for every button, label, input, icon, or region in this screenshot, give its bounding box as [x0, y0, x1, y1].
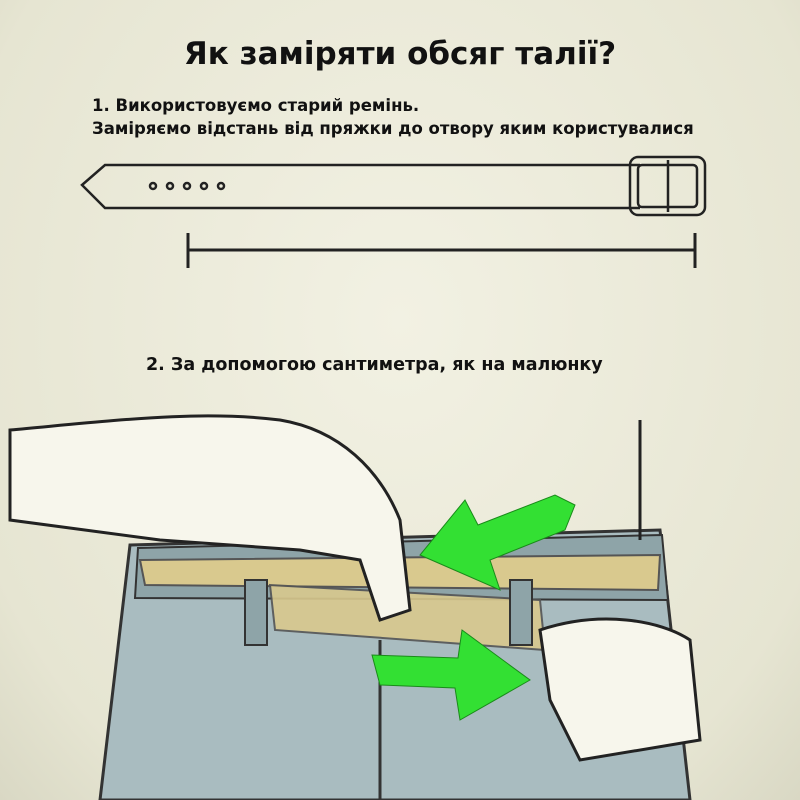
- measure-line-icon: [186, 233, 697, 268]
- waist-illustration: [8, 414, 702, 800]
- page-title: Як заміряти обсяг талії?: [183, 36, 617, 72]
- step-2-text: 2. За допомогою сантиметра, як на малюнк…: [146, 355, 603, 375]
- step-1-text: 1. Використовуємо старий ремінь. Заміряє…: [92, 94, 694, 140]
- step-1-line-2: Заміряємо відстань від пряжки до отвору …: [92, 119, 694, 138]
- belt-icon: [80, 155, 707, 217]
- arrow-upper-icon: [419, 494, 576, 591]
- step-1-line-1: 1. Використовуємо старий ремінь.: [92, 96, 420, 115]
- arrow-lower-icon: [371, 629, 531, 721]
